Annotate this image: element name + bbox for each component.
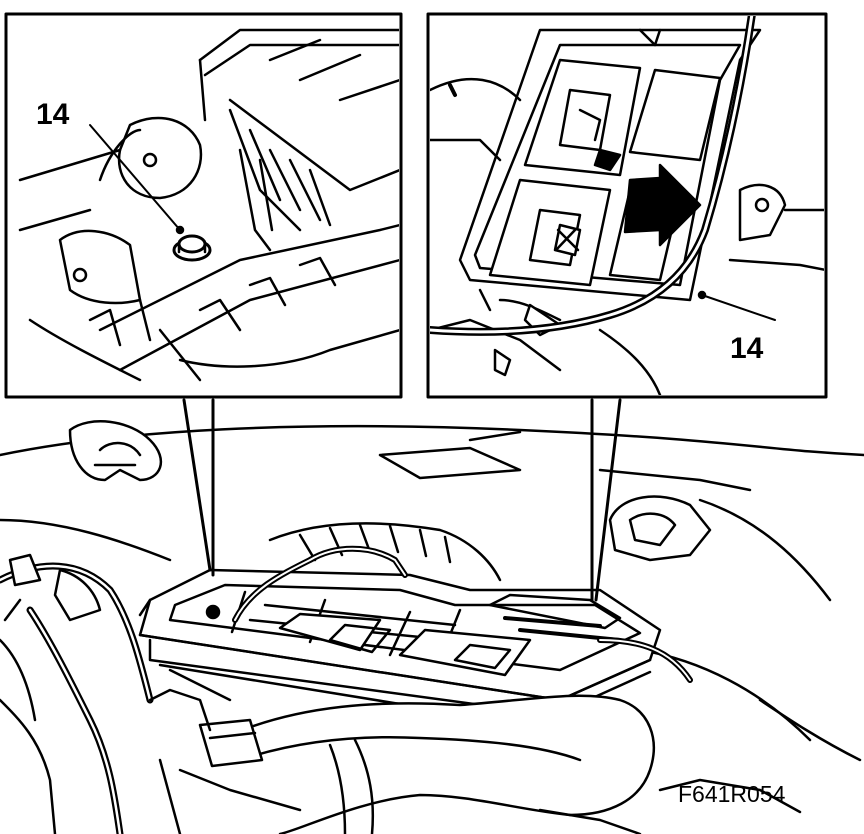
main-engine-bay-view [0,398,864,834]
callout-label-left: 14 [36,98,70,131]
left-detail-inset [4,12,403,399]
right-detail-inset [426,12,828,399]
callout-label-right: 14 [730,332,764,365]
figure-code: F641R054 [678,781,786,807]
